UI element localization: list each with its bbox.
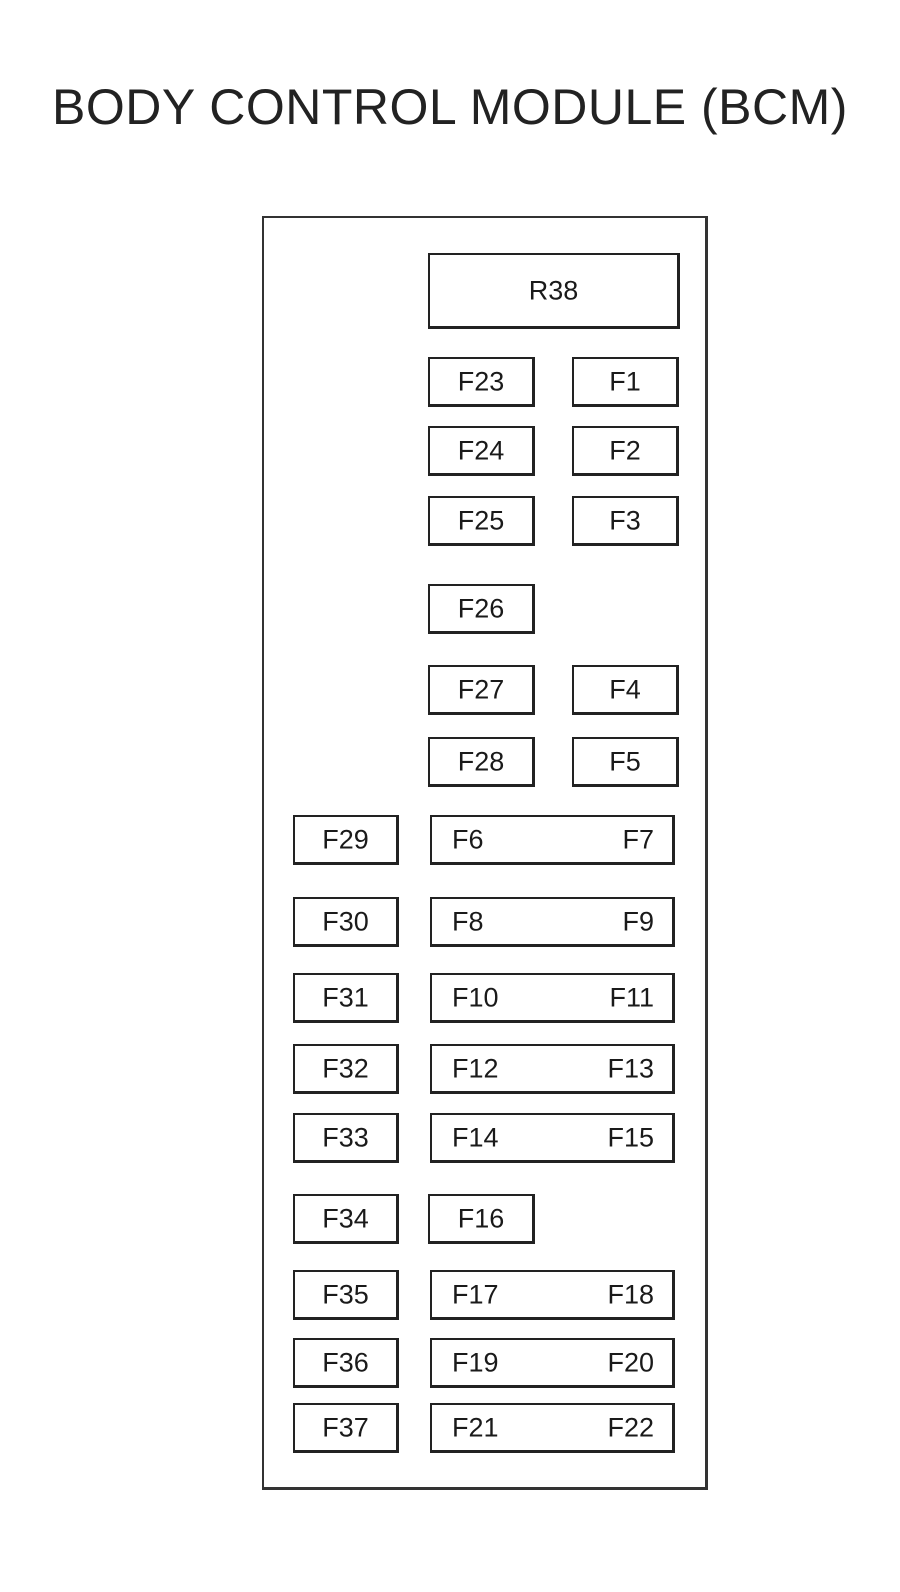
fuse-f32: F32 (293, 1044, 399, 1094)
fuse-label: F13 (607, 1053, 654, 1083)
fuse-pair-f14-f15: F14 F15 (430, 1113, 675, 1163)
fuse-label: F34 (322, 1203, 369, 1233)
fuse-pair-f12-f13: F12 F13 (430, 1044, 675, 1094)
fuse-label: F1 (609, 366, 641, 396)
fuse-f3: F3 (572, 496, 679, 546)
fuse-f33: F33 (293, 1113, 399, 1163)
fuse-f36: F36 (293, 1338, 399, 1388)
fuse-f5: F5 (572, 737, 679, 787)
fuse-f1: F1 (572, 357, 679, 407)
fuse-f28: F28 (428, 737, 535, 787)
fuse-label: F19 (452, 1347, 499, 1377)
fuse-f37: F37 (293, 1403, 399, 1453)
fuse-pair-f8-f9: F8 F9 (430, 897, 675, 947)
fuse-label: F23 (457, 366, 505, 396)
fuse-label: F25 (457, 505, 505, 535)
diagram-title: BODY CONTROL MODULE (BCM) (52, 79, 848, 135)
fuse-f4: F4 (572, 665, 679, 715)
fuse-f2: F2 (572, 426, 679, 476)
fuse-label: F18 (607, 1279, 654, 1309)
fuse-pair-f21-f22: F21 F22 (430, 1403, 675, 1453)
fuse-f26: F26 (428, 584, 535, 634)
fuse-label: F22 (607, 1412, 654, 1442)
fuse-label: F15 (607, 1122, 654, 1152)
fuse-label: F27 (457, 674, 505, 704)
fuse-f30: F30 (293, 897, 399, 947)
fuse-label: F31 (322, 982, 369, 1012)
fuse-label: F29 (322, 824, 369, 854)
fuse-label: F36 (322, 1347, 369, 1377)
fuse-pair-f6-f7: F6 F7 (430, 815, 675, 865)
fuse-label: F30 (322, 906, 369, 936)
fuse-label: F3 (609, 505, 641, 535)
fuse-label: F9 (622, 906, 654, 936)
relay-r38-label: R38 (528, 275, 579, 305)
fuse-label: F28 (457, 746, 505, 776)
fuse-f25: F25 (428, 496, 535, 546)
fuse-label: F5 (609, 746, 641, 776)
fuse-pair-f19-f20: F19 F20 (430, 1338, 675, 1388)
fuse-label: F4 (609, 674, 641, 704)
fuse-label: F7 (622, 824, 654, 854)
fuse-f31: F31 (293, 973, 399, 1023)
fuse-label: F35 (322, 1279, 369, 1309)
fuse-label: F37 (322, 1412, 369, 1442)
fuse-label: F32 (322, 1053, 369, 1083)
fuse-pair-f17-f18: F17 F18 (430, 1270, 675, 1320)
fuse-f27: F27 (428, 665, 535, 715)
fuse-label: F12 (452, 1053, 499, 1083)
fuse-f34: F34 (293, 1194, 399, 1244)
fuse-label: F26 (457, 593, 505, 623)
fuse-label: F14 (452, 1122, 499, 1152)
fuse-label: F33 (322, 1122, 369, 1152)
fuse-label: F24 (457, 435, 505, 465)
fuse-label: F16 (457, 1203, 505, 1233)
fuse-label: F8 (452, 906, 484, 936)
fuse-f29: F29 (293, 815, 399, 865)
fuse-label: F10 (452, 982, 499, 1012)
fuse-label: F6 (452, 824, 484, 854)
fuse-f35: F35 (293, 1270, 399, 1320)
fuse-f24: F24 (428, 426, 535, 476)
fuse-label: F2 (609, 435, 641, 465)
fuse-f16: F16 (428, 1194, 535, 1244)
fuse-label: F17 (452, 1279, 499, 1309)
fuse-f23: F23 (428, 357, 535, 407)
fuse-label: F21 (452, 1412, 499, 1442)
fuse-pair-f10-f11: F10 F11 (430, 973, 675, 1023)
relay-r38: R38 (428, 253, 680, 329)
fuse-label: F11 (609, 982, 654, 1012)
fuse-label: F20 (607, 1347, 654, 1377)
